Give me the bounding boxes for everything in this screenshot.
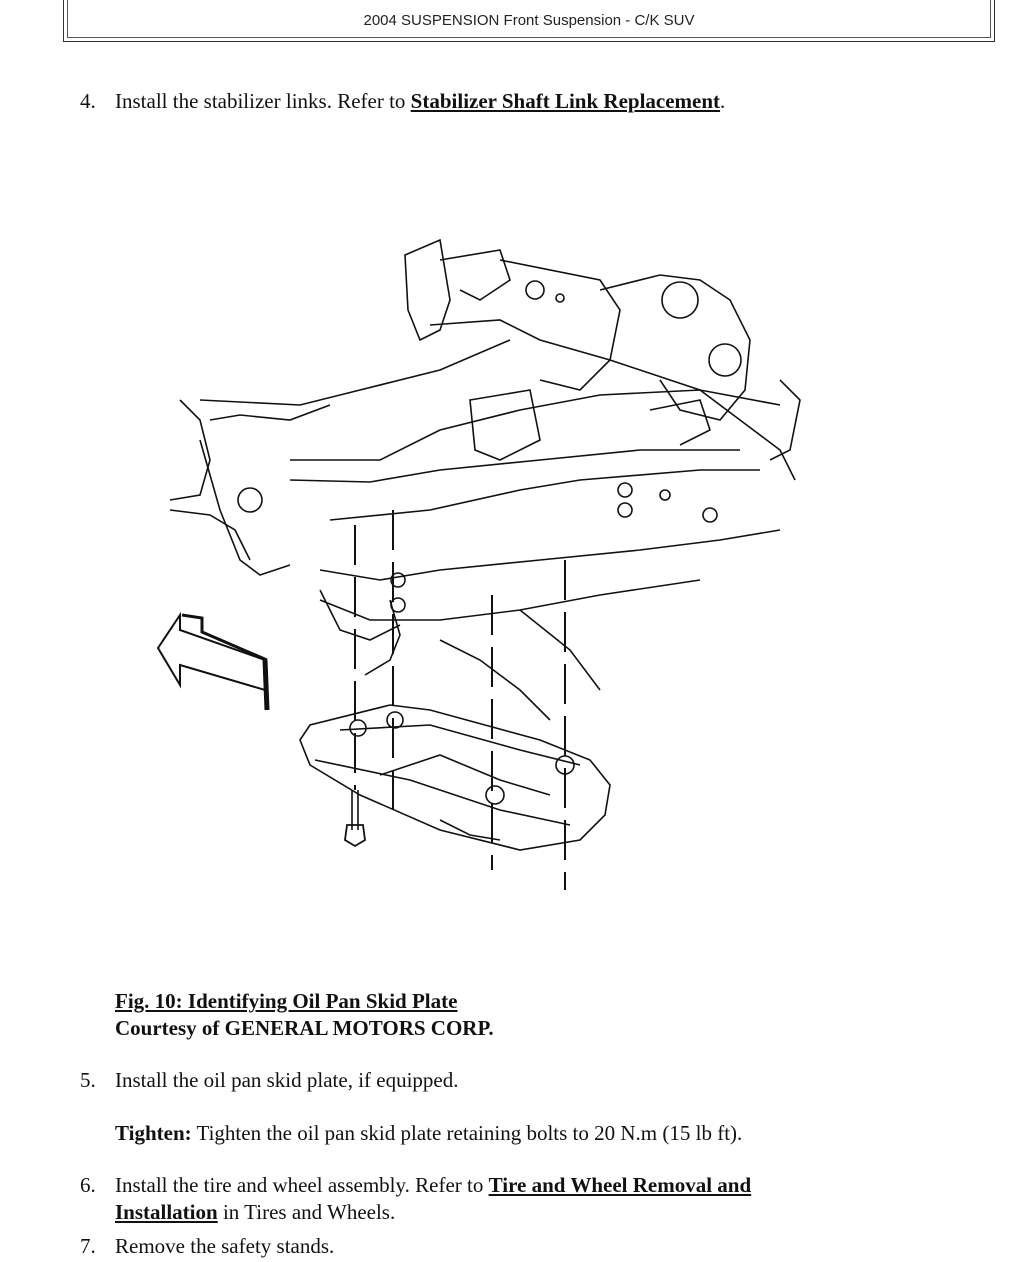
- skid-plate: [300, 705, 610, 850]
- bolt-alignment-lines: [355, 510, 565, 890]
- header-title: 2004 SUSPENSION Front Suspension - C/K S…: [363, 12, 695, 29]
- step-number: 5.: [80, 1068, 96, 1092]
- link-installation[interactable]: Installation: [115, 1200, 218, 1224]
- step-6-continued: Installation in Tires and Wheels.: [115, 1199, 395, 1226]
- step-tail: in Tires and Wheels.: [217, 1200, 396, 1224]
- skid-plate-bolt: [345, 790, 365, 846]
- figure-courtesy: Courtesy of GENERAL MOTORS CORP.: [115, 1016, 494, 1040]
- step-text: Install the stabilizer links. Refer to: [115, 89, 411, 113]
- oil-pan-skid-plate-diagram: [140, 220, 820, 910]
- frame-crossmember: [170, 240, 800, 720]
- step-4: 4. Install the stabilizer links. Refer to…: [80, 88, 725, 115]
- step-number: 6.: [80, 1173, 96, 1197]
- link-tire-and-wheel-removal[interactable]: Tire and Wheel Removal and: [488, 1173, 752, 1197]
- step-text: Install the tire and wheel assembly. Ref…: [115, 1173, 489, 1197]
- tighten-label: Tighten:: [115, 1121, 192, 1145]
- link-stabilizer-shaft-link-replacement[interactable]: Stabilizer Shaft Link Replacement: [410, 89, 721, 113]
- tighten-note: Tighten: Tighten the oil pan skid plate …: [115, 1120, 742, 1147]
- step-text: Install the oil pan skid plate, if equip…: [115, 1068, 459, 1092]
- step-7: 7. Remove the safety stands.: [80, 1233, 334, 1260]
- tighten-text: Tighten the oil pan skid plate retaining…: [191, 1121, 743, 1145]
- step-text: Remove the safety stands.: [115, 1234, 335, 1258]
- figure-caption: Fig. 10: Identifying Oil Pan Skid Plate …: [115, 988, 494, 1042]
- step-5: 5. Install the oil pan skid plate, if equ…: [80, 1067, 459, 1094]
- page-header: 2004 SUSPENSION Front Suspension - C/K S…: [63, 0, 995, 42]
- step-tail: .: [720, 89, 726, 113]
- figure-title: Fig. 10: Identifying Oil Pan Skid Plate: [115, 989, 458, 1013]
- step-6: 6. Install the tire and wheel assembly. R…: [80, 1172, 751, 1199]
- step-number: 4.: [80, 89, 96, 113]
- step-number: 7.: [80, 1234, 96, 1258]
- front-direction-arrow: [158, 615, 267, 710]
